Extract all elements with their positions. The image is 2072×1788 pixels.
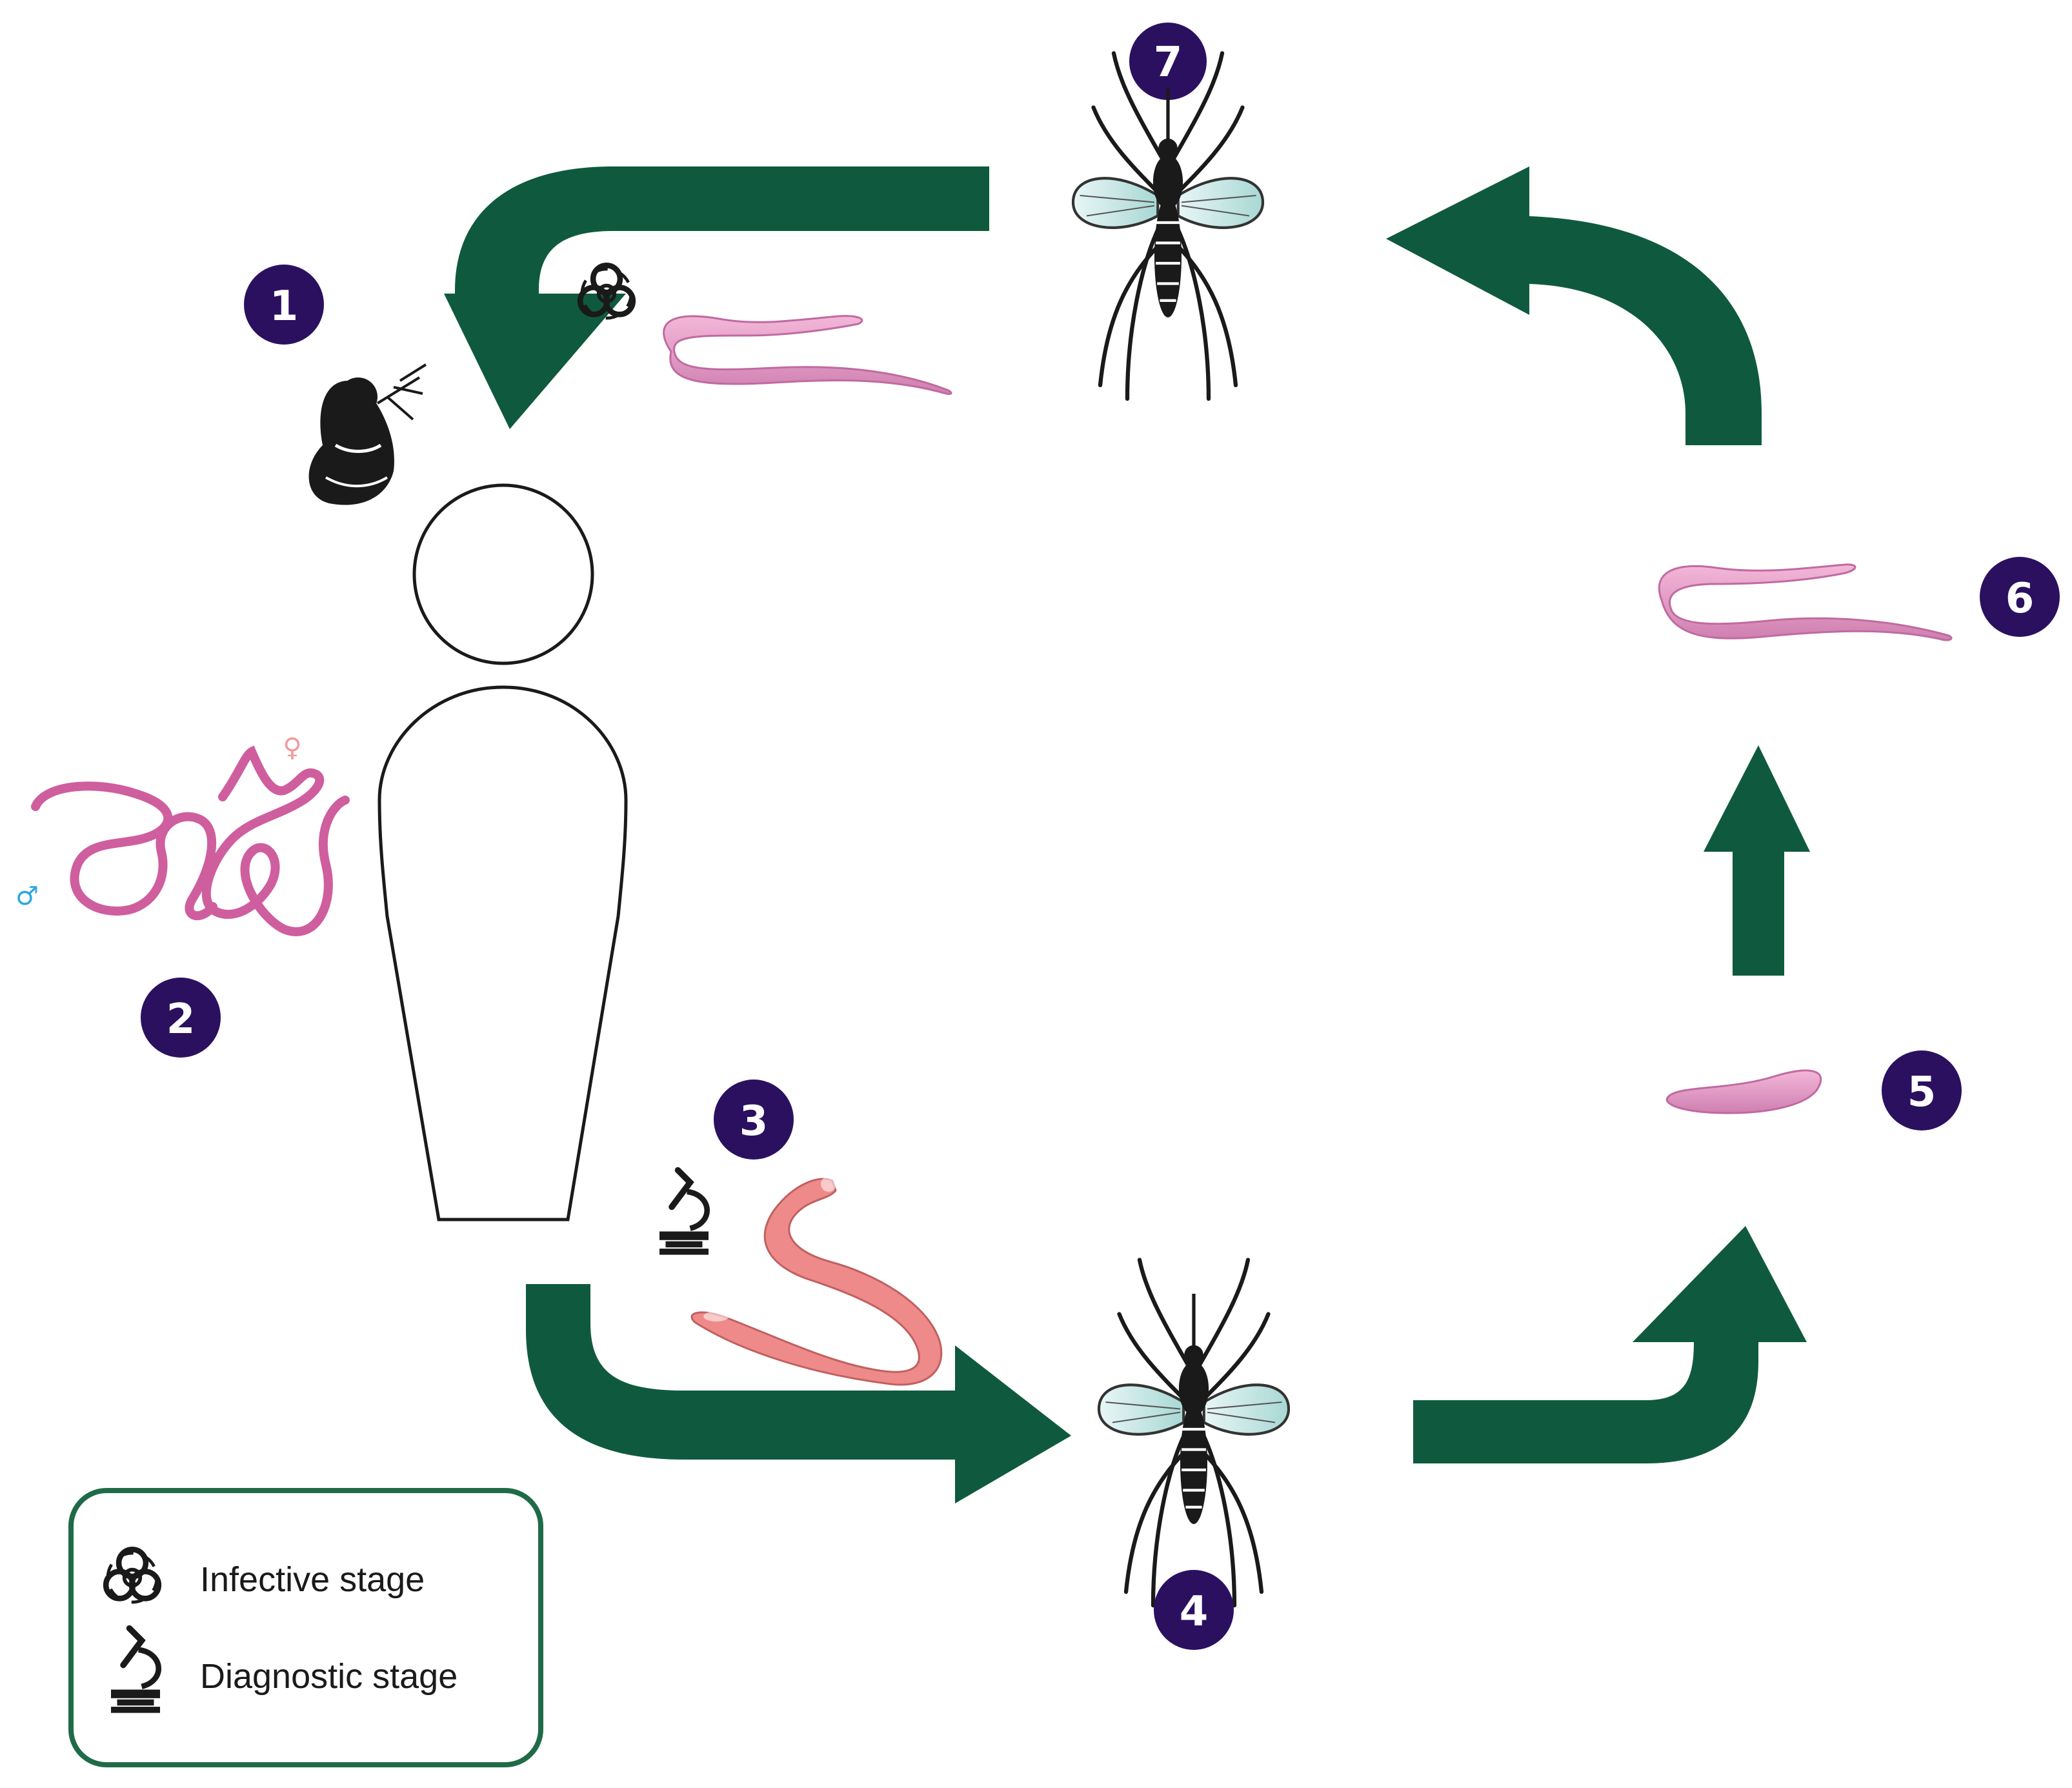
legend-box: Infective stage Diagnostic stage [68, 1488, 543, 1767]
stage-7-group: 7 [1073, 23, 1263, 399]
infective-larva [663, 315, 952, 395]
adult-worms [31, 745, 350, 936]
step-number-2: 2 [166, 996, 196, 1043]
mosquito-bite-icon [308, 363, 427, 505]
microfilaria-worm [690, 1178, 943, 1386]
l1-larva [1665, 1069, 1822, 1114]
human-figure [377, 483, 628, 1221]
developing-larva [1658, 563, 1953, 641]
step-number-5: 5 [1907, 1069, 1936, 1116]
step-badge-7 [1129, 23, 1207, 100]
step-number-4: 4 [1180, 1588, 1209, 1636]
arrow-mosquito-to-human [444, 166, 989, 429]
human-body [377, 685, 628, 1221]
arrow-stage6-to-mosquito [1386, 166, 1762, 445]
legend-diagnostic-label: Diagnostic stage [200, 1657, 458, 1696]
legend-infective-label: Infective stage [200, 1560, 425, 1599]
step-number-1: 1 [270, 283, 299, 330]
stage-2-group: ♂ ♀ 2 [15, 733, 350, 1058]
arrow-human-to-mosquito [526, 1284, 1071, 1503]
step-badge-3 [714, 1080, 794, 1160]
stage-6-group: 6 [1658, 557, 2060, 641]
female-symbol: ♀ [283, 733, 301, 763]
step-badge-4 [1154, 1570, 1234, 1650]
stage-5-group: 5 [1665, 1050, 1962, 1130]
step-badge-1 [244, 265, 324, 345]
step-badge-5 [1882, 1050, 1962, 1130]
stage-4-group: 4 [1099, 1260, 1289, 1650]
biohazard-icon [580, 265, 633, 318]
microfilaria-sheath [703, 1176, 836, 1321]
stage-3-group: 3 [659, 1080, 943, 1386]
mosquito-icon-bottom [1099, 1260, 1289, 1606]
step-badge-6 [1980, 557, 2060, 637]
arrow-stage5-to-stage6 [1704, 745, 1810, 976]
cycle-arrows [444, 166, 1810, 1503]
step-number-3: 3 [739, 1098, 769, 1145]
mosquito-icon-top [1073, 54, 1263, 399]
step-badge-2 [141, 978, 221, 1058]
step-number-6: 6 [2006, 575, 2035, 623]
microscope-icon-stage3 [659, 1170, 709, 1255]
human-head [412, 483, 594, 665]
stage-1-group: 1 [244, 265, 952, 505]
arrow-mosquito-to-stage5 [1413, 1226, 1807, 1463]
male-symbol: ♂ [15, 881, 39, 911]
step-number-7: 7 [1154, 39, 1183, 86]
